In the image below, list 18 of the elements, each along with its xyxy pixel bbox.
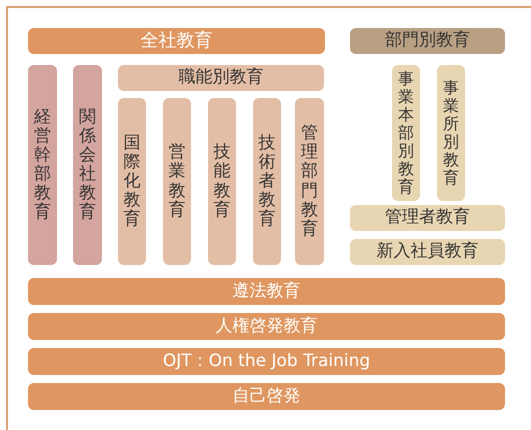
- category-bar: 部門別教育: [350, 28, 505, 54]
- category-bar: 遵法教育: [28, 278, 505, 305]
- column-bar: 経営幹部教育: [28, 65, 57, 265]
- column-bar: 技術者教育: [253, 98, 281, 265]
- column-bar: 事業本部別教育: [392, 65, 420, 201]
- category-bar: 新入社員教育: [350, 239, 505, 265]
- column-bar: 技能教育: [208, 98, 236, 265]
- category-bar: 全社教育: [28, 28, 325, 54]
- column-bar: 管理部門教育: [295, 98, 324, 265]
- category-bar: 職能別教育: [118, 65, 324, 91]
- column-bar: 事業所別教育: [437, 65, 465, 201]
- category-bar: 自己啓発: [28, 383, 505, 410]
- category-bar: OJT：On the Job Training: [28, 348, 505, 375]
- column-bar: 関係会社教育: [73, 65, 102, 265]
- category-bar: 管理者教育: [350, 205, 505, 231]
- column-bar: 国際化教育: [118, 98, 146, 265]
- column-bar: 営業教育: [163, 98, 191, 265]
- category-bar: 人権啓発教育: [28, 313, 505, 340]
